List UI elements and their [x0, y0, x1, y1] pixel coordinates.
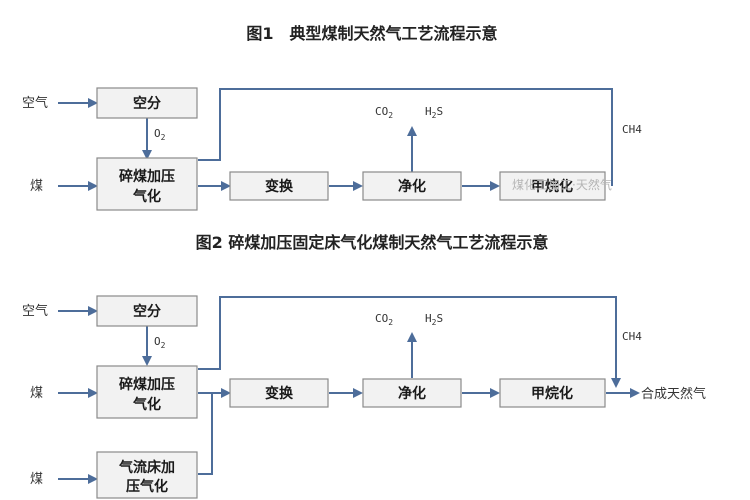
figure2-methanation-label: 甲烷化: [531, 385, 573, 402]
figure2-air-separation-box: [96, 295, 198, 327]
figure1-gasification-label-line2: 气化: [132, 188, 161, 205]
figure1-methanation-box: [499, 171, 606, 201]
figure1-h2s-label: H2S: [425, 105, 443, 120]
figure1-air-label: 空气: [22, 95, 48, 111]
figure2-shift-label: 变换: [265, 385, 294, 402]
figure2-purification-label: 净化: [398, 385, 426, 402]
figure2-co2-label: CO2: [375, 312, 393, 327]
figure2-output-label: 合成天然气: [641, 386, 706, 402]
figure1-ch4-bypass-line: [198, 88, 613, 186]
figure1-coal-label: 煤: [30, 179, 43, 194]
figure2-entrained-flow-label-line2: 压气化: [126, 478, 168, 495]
figure2-title: 图2 碎煤加压固定床气化煤制天然气工艺流程示意: [196, 233, 549, 252]
figure2-methanation-box: [499, 378, 606, 408]
figure2-gasification-label-line2: 气化: [132, 396, 161, 413]
figure1-air-separation-box: [96, 87, 198, 119]
figure2-coal-top-label: 煤: [30, 386, 43, 401]
figure1-ch4-label: CH4: [622, 123, 642, 136]
figure2-purification-box: [362, 378, 462, 408]
figure2-air-separation-label: 空分: [133, 303, 161, 320]
figure2-entrained-flow-box: [96, 451, 198, 499]
figure1-gasification-label-line1: 碎煤加压: [119, 168, 175, 185]
figure1: 图1 典型煤制天然气工艺流程示意 空气 煤 空分 碎煤加压 气化 变换 净化 甲…: [22, 24, 642, 211]
figure2-entrained-flow-label-line1: 气流床加: [118, 459, 175, 476]
figure1-co2-label: CO2: [375, 105, 393, 120]
figure1-purification-label: 净化: [398, 178, 426, 195]
figure2-shift-box: [229, 378, 329, 408]
figure1-title: 图1 典型煤制天然气工艺流程示意: [246, 24, 497, 43]
figure1-methanation-label: 甲烷化: [531, 178, 573, 195]
figure1-shift-box: [229, 171, 329, 201]
figure2-coal-bottom-label: 煤: [30, 472, 43, 487]
figure1-purification-box: [362, 171, 462, 201]
figure2: 图2 碎煤加压固定床气化煤制天然气工艺流程示意 空气 煤 煤 空分 碎煤加压 气…: [22, 233, 706, 499]
figure2-entrained-to-shift-line: [198, 393, 213, 475]
figure2-gasification-label-line1: 碎煤加压: [119, 376, 175, 393]
figure1-watermark: 煤化工加工·天然气: [512, 177, 612, 192]
figure2-gasification-box: [96, 365, 198, 419]
figure2-o2-label: O2: [154, 335, 166, 350]
figure1-gasification-box: [96, 157, 198, 211]
figure1-shift-label: 变换: [265, 178, 294, 195]
figure2-air-label: 空气: [22, 303, 48, 319]
figure2-ch4-bypass-line: [198, 296, 621, 388]
figure1-o2-label: O2: [154, 127, 166, 142]
figure2-h2s-label: H2S: [425, 312, 443, 327]
figure2-ch4-label: CH4: [622, 330, 642, 343]
figure1-air-separation-label: 空分: [133, 95, 161, 112]
